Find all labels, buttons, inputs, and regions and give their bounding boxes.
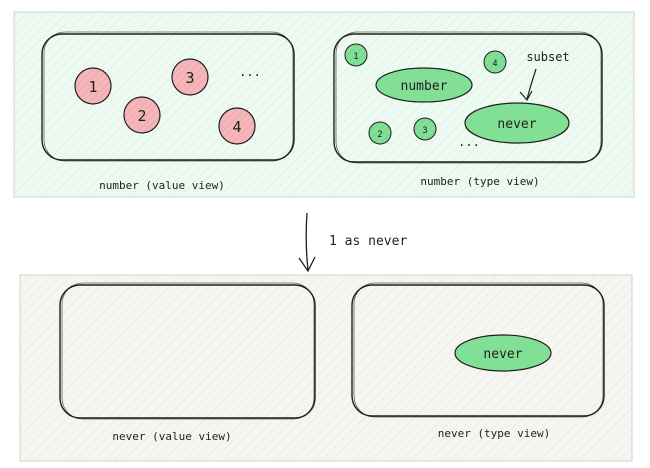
type-view-box-sketch xyxy=(335,31,602,164)
value-circle-3: 3 xyxy=(171,58,209,96)
literal-label: 4 xyxy=(492,59,497,69)
number-type-label: number xyxy=(401,79,448,94)
literal-type-2: 2 xyxy=(368,121,392,145)
literal-circle-shape xyxy=(344,43,368,67)
value-circle-shape xyxy=(171,58,209,96)
literal-label: 3 xyxy=(422,126,427,136)
literal-label: 2 xyxy=(377,130,382,140)
type-ellipsis: ... xyxy=(458,135,480,149)
literal-label: 1 xyxy=(353,52,358,62)
never-value-view xyxy=(59,282,316,420)
subset-arrow-line xyxy=(526,68,537,100)
never-type-view-box xyxy=(351,284,605,417)
literal-type-3: 3 xyxy=(413,117,437,141)
top-panel: 1 2 3 4 ... number (value view) 1 xyxy=(13,11,635,198)
never-only-shape xyxy=(454,334,552,372)
transition-arrow xyxy=(298,212,316,273)
never-only-label: never xyxy=(483,347,522,362)
number-type-shape xyxy=(375,67,473,103)
literal-circle-shape xyxy=(368,121,392,145)
never-type-ellipse: never xyxy=(464,102,570,144)
literal-circle-shape xyxy=(413,117,437,141)
never-type-caption: never (type view) xyxy=(438,427,551,440)
transition-arrow-line xyxy=(305,212,309,271)
never-value-view-box xyxy=(59,284,316,419)
value-circle-4: 4 xyxy=(218,107,256,145)
value-label: 3 xyxy=(185,69,194,87)
value-label: 1 xyxy=(88,78,97,96)
value-circle-1: 1 xyxy=(74,67,112,105)
subset-arrow-head xyxy=(519,90,533,102)
never-type-view: never xyxy=(351,282,605,418)
subset-arrow xyxy=(519,68,537,102)
transition-arrow-head xyxy=(298,256,316,273)
value-circle-shape xyxy=(74,67,112,105)
value-circle-shape xyxy=(218,107,256,145)
value-circle-2: 2 xyxy=(123,96,161,134)
never-type-label: never xyxy=(497,117,536,132)
number-type-view: 1 4 2 3 number never ... xyxy=(333,31,603,164)
bottom-panel: never (value view) never never (type vie… xyxy=(19,274,633,462)
transition-label: 1 as never xyxy=(329,234,407,249)
never-value-caption: never (value view) xyxy=(112,430,231,443)
value-view-box xyxy=(41,33,295,161)
literal-type-1: 1 xyxy=(344,43,368,67)
value-label: 4 xyxy=(232,118,241,136)
never-type-view-box-sketch xyxy=(353,282,604,418)
value-label: 2 xyxy=(137,107,146,125)
literal-type-4: 4 xyxy=(483,50,507,74)
top-panel-background xyxy=(13,11,635,198)
value-view-caption: number (value view) xyxy=(99,179,225,192)
type-view-box xyxy=(333,33,603,163)
value-ellipsis: ... xyxy=(239,65,261,79)
subset-label: subset xyxy=(526,50,569,64)
literal-circle-shape xyxy=(483,50,507,74)
never-type-shape xyxy=(464,102,570,144)
number-value-view: 1 2 3 4 ... xyxy=(41,31,295,162)
type-view-caption: number (type view) xyxy=(420,175,539,188)
value-circle-shape xyxy=(123,96,161,134)
never-only-ellipse: never xyxy=(454,334,552,372)
value-view-box-sketch xyxy=(43,31,294,162)
never-value-view-box-sketch xyxy=(61,282,315,420)
number-type-ellipse: number xyxy=(375,67,473,103)
